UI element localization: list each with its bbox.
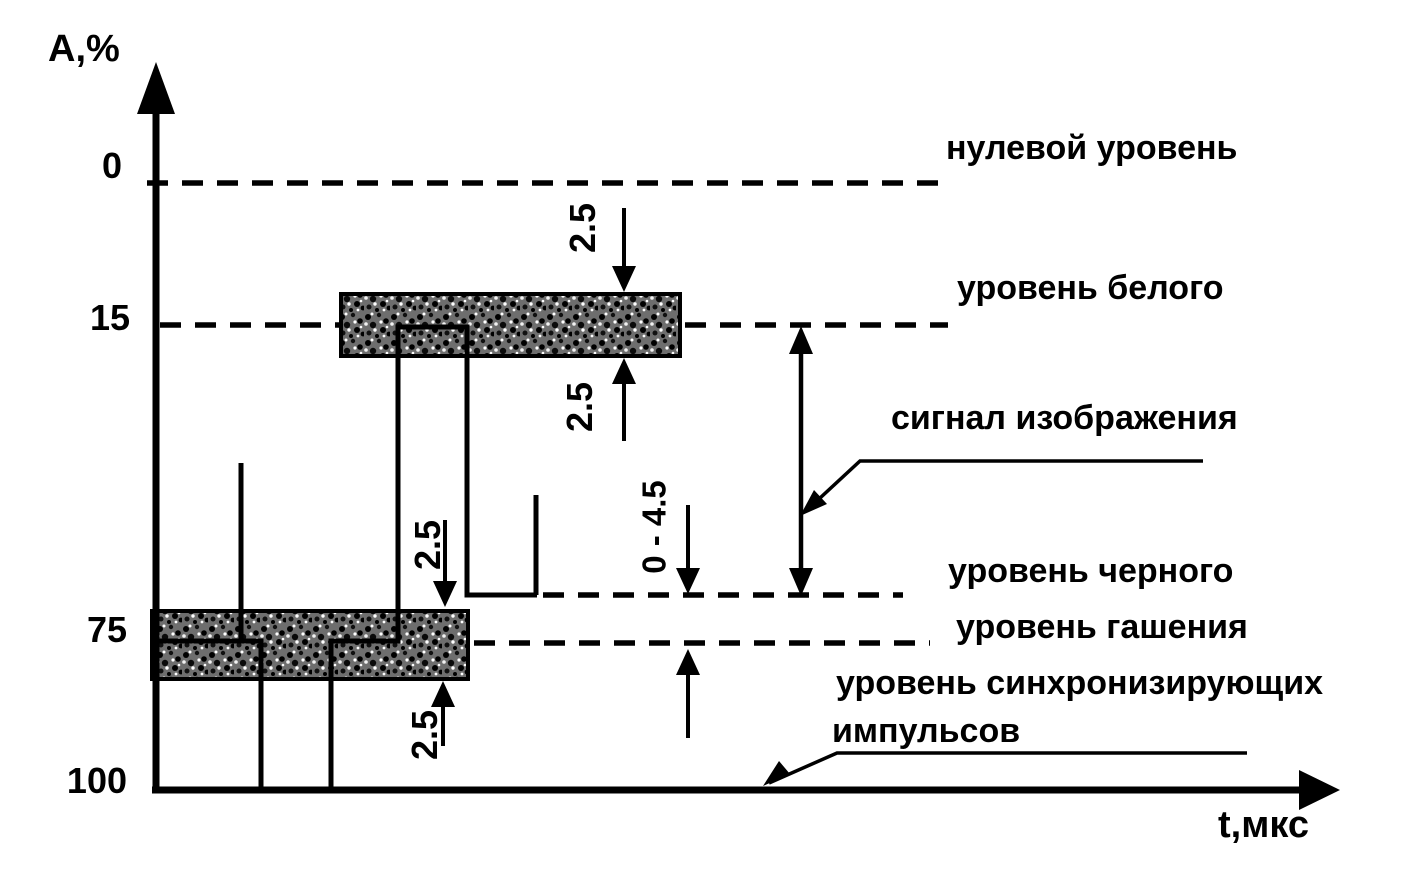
black-level-label: уровень черного xyxy=(948,552,1234,590)
sync-level-label-line1: уровень синхронизирующих xyxy=(836,664,1324,702)
dim-blanking-top-arrow xyxy=(433,520,457,607)
dim-blanking-top-value: 2.5 xyxy=(407,519,449,571)
dim-blanking-bottom-value: 2.5 xyxy=(404,709,446,761)
y-tick-75: 75 xyxy=(86,609,127,650)
signal-waveform xyxy=(156,324,539,788)
blanking-tolerance-band xyxy=(150,609,470,681)
x-axis-title: t,мкс xyxy=(1218,804,1309,846)
zero-level-label: нулевой уровень xyxy=(946,129,1238,167)
y-tick-100: 100 xyxy=(66,760,127,801)
dim-white-bottom-value: 2.5 xyxy=(559,381,601,433)
white-tolerance-band xyxy=(339,292,682,358)
sync-callout-leader xyxy=(763,751,1247,786)
y-axis-title: A,% xyxy=(48,28,120,70)
x-axis xyxy=(152,770,1340,810)
signal-range-arrow xyxy=(789,326,813,596)
white-level-label: уровень белого xyxy=(957,269,1224,307)
dim-blanking-bottom-arrow xyxy=(431,681,455,746)
dim-black-range-value: 0 - 4.5 xyxy=(635,480,673,574)
dim-white-bottom-arrow xyxy=(612,358,636,441)
dim-white-top-arrow xyxy=(612,208,636,292)
signal-callout-leader xyxy=(800,459,1203,516)
y-tick-15: 15 xyxy=(89,297,130,338)
dim-black-range-arrows xyxy=(676,505,700,738)
dim-white-top-value: 2.5 xyxy=(562,202,604,254)
sync-level-label-line2: импульсов xyxy=(832,712,1021,750)
signal-annotation-label: сигнал изображения xyxy=(891,399,1238,437)
blanking-level-label: уровень гашения xyxy=(956,608,1248,646)
y-tick-0: 0 xyxy=(101,145,122,186)
y-axis xyxy=(137,62,175,792)
